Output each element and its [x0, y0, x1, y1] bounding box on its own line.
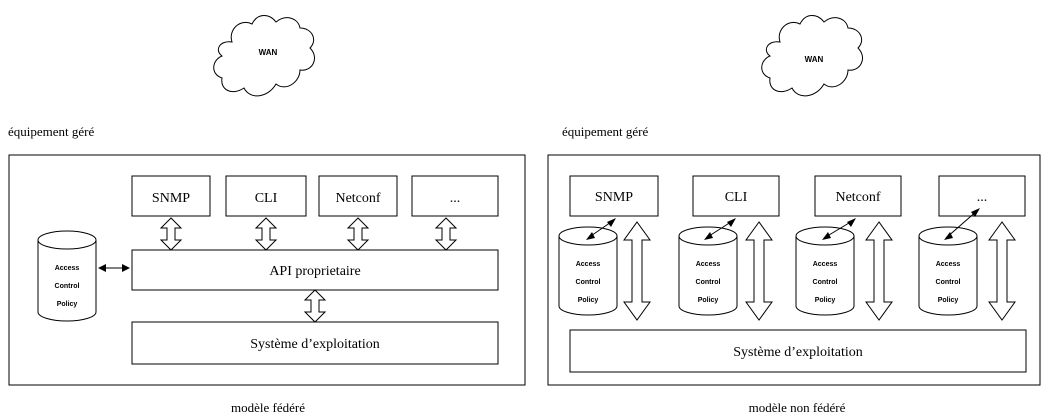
right-wan-label: WAN [805, 55, 824, 64]
right-protocol-netconf: Netconf [814, 175, 902, 217]
right-protocol-label: CLI [725, 190, 748, 205]
right-policy-column-1: Access Control Policy [558, 218, 651, 321]
policy-label-line: Access [936, 261, 961, 268]
left-protocol-label: CLI [255, 191, 278, 206]
policy-label-line: Control [813, 279, 838, 286]
policy-label-line: Policy [578, 297, 599, 304]
right-protocol-label: Netconf [835, 190, 880, 205]
policy-label-line: Access [576, 261, 601, 268]
left-protocol-cli: CLI [225, 175, 307, 217]
policy-label-line: Control [696, 279, 721, 286]
policy-label-line: Policy [815, 297, 836, 304]
policy-label-line: Access [813, 261, 838, 268]
left-wan-label: WAN [259, 48, 278, 57]
right-protocol-label: SNMP [595, 190, 633, 205]
right-wan-cloud: WAN [761, 15, 863, 97]
policy-label-line: Control [576, 279, 601, 286]
policy-label-line: Control [936, 279, 961, 286]
tall-double-arrow-icon [865, 221, 893, 321]
right-protocol-cli: CLI [692, 175, 780, 217]
left-protocol-more: ... [411, 175, 499, 217]
left-protocol-label: SNMP [152, 191, 190, 206]
left-device-label: équipement géré [8, 124, 94, 139]
arrowhead-icon [607, 218, 616, 227]
tall-double-arrow-icon [745, 221, 773, 321]
left-proto-api-arrows [159, 217, 458, 251]
arrowhead-icon [822, 232, 831, 240]
right-os-label: Système d’exploitation [733, 345, 862, 360]
arrowhead-icon [847, 218, 856, 227]
left-api-box: API proprietaire [131, 249, 499, 291]
left-protocol-label: Netconf [335, 191, 380, 206]
right-policy-column-4: Access Control Policy [918, 208, 1016, 321]
left-caption: modèle fédéré [231, 400, 305, 415]
arrowhead-icon [971, 208, 980, 217]
arrowhead-icon [704, 232, 713, 240]
right-policy-column-2: Access Control Policy [678, 218, 773, 321]
policy-label-line: Access [55, 265, 80, 272]
right-caption: modèle non fédéré [749, 400, 846, 415]
policy-label-line: Access [696, 261, 721, 268]
left-os-label: Système d’exploitation [250, 337, 379, 352]
policy-label-line: Policy [698, 297, 719, 304]
tall-double-arrow-icon [623, 221, 651, 321]
right-protocol-snmp: SNMP [569, 175, 659, 217]
right-device-label: équipement géré [562, 124, 648, 139]
policy-label-line: Policy [938, 297, 959, 304]
left-diagram: WAN équipement géré SNMP CLI Netconf ... [8, 15, 526, 415]
tall-double-arrow-icon [988, 221, 1016, 321]
left-protocol-label: ... [450, 191, 461, 206]
arrowhead-icon [727, 218, 736, 227]
left-protocol-netconf: Netconf [318, 175, 398, 217]
left-policy-cylinder: Access Control Policy [37, 230, 97, 322]
right-protocol-label: ... [977, 190, 988, 205]
arrowhead-icon [98, 264, 106, 272]
right-policy-column-3: Access Control Policy [795, 218, 893, 321]
policy-label-line: Policy [57, 301, 78, 308]
left-api-label: API proprietaire [269, 264, 360, 279]
left-policy-api-arrow [98, 264, 130, 272]
arrowhead-icon [586, 232, 595, 240]
left-wan-cloud: WAN [213, 15, 315, 97]
arrowhead-icon [122, 264, 130, 272]
right-diagram: WAN équipement géré SNMP CLI Netconf ...… [547, 15, 1041, 415]
policy-label-line: Control [55, 283, 80, 290]
right-protocol-more: ... [938, 175, 1026, 217]
left-protocol-snmp: SNMP [131, 175, 211, 217]
left-os-box: Système d’exploitation [131, 321, 499, 365]
arrowhead-icon [944, 232, 953, 240]
right-os-box: Système d’exploitation [569, 329, 1027, 373]
